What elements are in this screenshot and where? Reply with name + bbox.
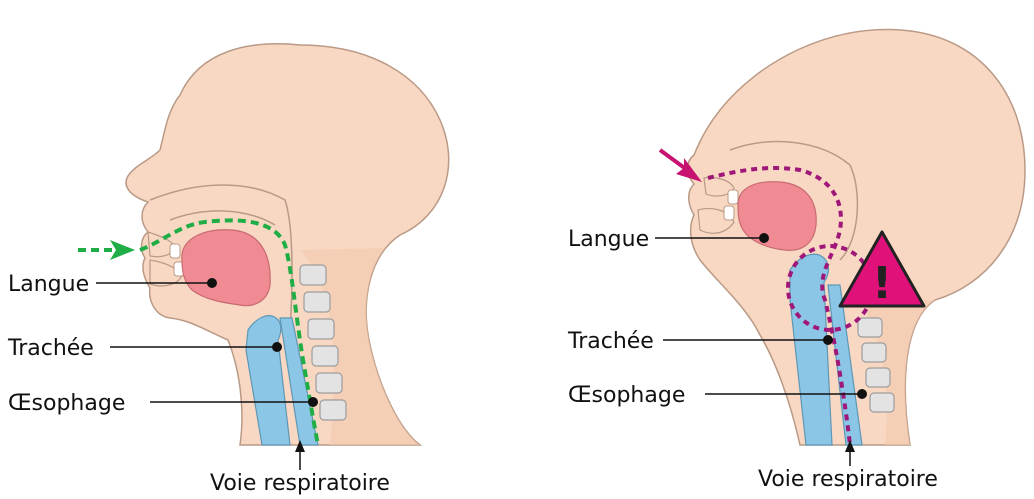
left-label-trachea: Trachée: [7, 336, 94, 361]
vertebra: [308, 319, 334, 339]
left-trachea-dot: [272, 342, 282, 352]
right-head-panel: ! Langue Trachée Œsophage Voie respirato…: [567, 30, 1025, 492]
left-esophagus-dot: [308, 397, 318, 407]
left-tongue-dot: [207, 278, 217, 288]
right-esophagus-dot: [857, 389, 867, 399]
vertebra: [312, 346, 338, 366]
left-label-airway: Voie respiratoire: [210, 471, 390, 496]
right-lower-tooth: [724, 206, 734, 220]
left-label-tongue: Langue: [8, 272, 89, 297]
vertebra: [870, 393, 894, 412]
left-upper-tooth: [170, 244, 180, 258]
right-label-trachea: Trachée: [567, 329, 654, 354]
right-upper-tooth: [728, 190, 738, 204]
right-trachea-dot: [823, 335, 833, 345]
warning-symbol: !: [872, 258, 892, 309]
right-label-tongue: Langue: [568, 227, 649, 252]
left-head-panel: Langue Trachée Œsophage Voie respiratoir…: [7, 44, 449, 496]
vertebra: [862, 343, 886, 362]
left-label-esophagus: Œsophage: [8, 391, 125, 416]
vertebra: [858, 318, 882, 337]
vertebra: [316, 373, 342, 393]
vertebra: [866, 368, 890, 387]
right-tongue-dot: [759, 233, 769, 243]
right-label-airway: Voie respiratoire: [758, 467, 938, 492]
left-air-arrow-icon: [78, 240, 135, 260]
right-label-esophagus: Œsophage: [568, 383, 685, 408]
vertebra: [320, 400, 346, 420]
vertebra: [304, 292, 330, 312]
vertebra: [300, 265, 326, 285]
